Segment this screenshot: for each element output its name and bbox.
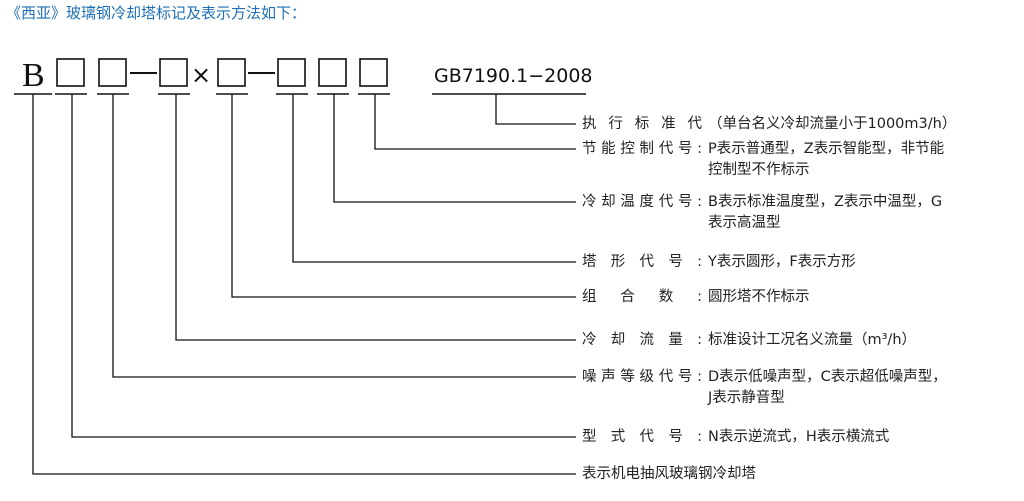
annotation-desc: 标准设计工况名义流量（m³/h） — [708, 332, 917, 348]
annotation-cooling-temperature: 冷却温度代号: B表示标准温度型，Z表示中温型，G 表示高温型 — [582, 192, 942, 234]
annotation-desc: （单台名义冷却流量小于1000m3/h） — [708, 116, 957, 132]
annotation-combination-count: 组合数: 圆形塔不作标示 — [582, 287, 810, 308]
standard-code: GB7190.1−2008 — [434, 65, 593, 87]
annotation-desc-line: J表示静音型 — [708, 390, 785, 406]
page-title: 《西亚》玻璃钢冷却塔标记及表示方法如下： — [6, 4, 307, 22]
code-box-6 — [318, 58, 347, 87]
annotation-desc: 圆形塔不作标示 — [708, 289, 810, 305]
annotation-label: 冷却流量: — [582, 332, 702, 348]
annotation-label: 噪声等级代号: — [582, 369, 702, 385]
annotation-tower-shape: 塔形代号: Y表示圆形，F表示方形 — [582, 252, 856, 273]
annotation-noise-level: 噪声等级代号: D表示低噪声型，C表示超低噪声型， J表示静音型 — [582, 367, 947, 409]
annotation-label: 表示机电抽风玻璃钢冷却塔 — [582, 466, 756, 482]
annotation-standard: 执行标准代 （单台名义冷却流量小于1000m3/h） — [582, 114, 956, 135]
code-box-3 — [159, 58, 188, 87]
code-box-5 — [277, 58, 306, 87]
code-box-7 — [359, 58, 388, 87]
code-box-2 — [98, 58, 127, 87]
annotation-product-type: 表示机电抽风玻璃钢冷却塔 — [582, 464, 756, 485]
annotation-label: 执行标准代 — [582, 116, 702, 132]
annotation-desc-line: P表示普通型，Z表示智能型，非节能 — [708, 141, 945, 157]
annotation-label: 组合数: — [582, 289, 702, 305]
annotation-desc: N表示逆流式，H表示横流式 — [708, 429, 890, 445]
annotation-desc-line: 表示高温型 — [708, 215, 781, 231]
annotation-label: 冷却温度代号: — [582, 194, 702, 210]
annotation-desc-line: B表示标准温度型，Z表示中温型，G — [708, 194, 943, 210]
annotation-desc-line: D表示低噪声型，C表示超低噪声型， — [708, 369, 947, 385]
code-prefix-b: B — [22, 57, 45, 94]
code-times-sign: × — [191, 61, 211, 89]
code-box-4 — [217, 58, 246, 87]
annotation-flow-type: 型式代号: N表示逆流式，H表示横流式 — [582, 427, 889, 448]
code-box-1 — [56, 58, 85, 87]
annotation-label: 塔形代号: — [582, 254, 702, 270]
annotation-label: 节能控制代号: — [582, 141, 702, 157]
leader-lines — [32, 94, 576, 475]
annotation-desc: Y表示圆形，F表示方形 — [708, 254, 856, 270]
annotation-desc-line: 控制型不作标示 — [708, 162, 810, 178]
annotation-label: 型式代号: — [582, 429, 702, 445]
annotation-energy-control: 节能控制代号: P表示普通型，Z表示智能型，非节能控制型不作标示 — [582, 139, 944, 181]
annotation-cooling-flow: 冷却流量: 标准设计工况名义流量（m³/h） — [582, 330, 916, 351]
